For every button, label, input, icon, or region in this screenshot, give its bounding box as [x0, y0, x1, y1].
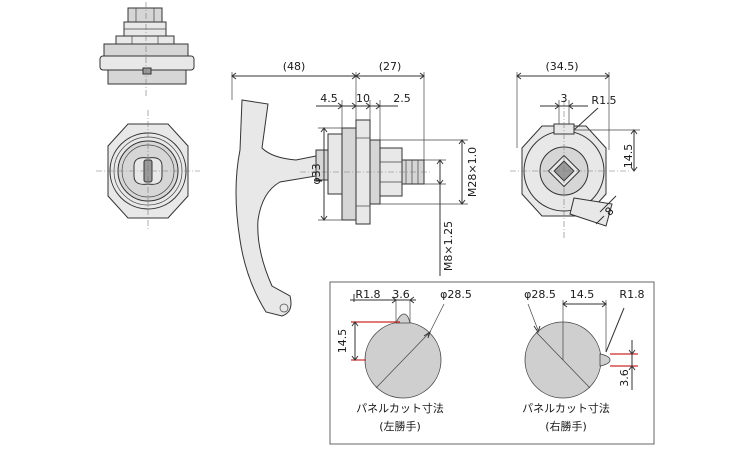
dim-m8: M8×1.25: [442, 221, 455, 271]
left-3-6: 3.6: [392, 288, 410, 301]
dim-34-5: (34.5): [545, 60, 578, 73]
panel-cut-right: [524, 300, 638, 399]
right-hand-label: (右勝手): [545, 419, 587, 433]
front-view: [96, 110, 200, 230]
dim-2-5: 2.5: [393, 92, 411, 105]
dim-4-5: 4.5: [320, 92, 338, 105]
dim-10: 10: [356, 92, 370, 105]
dim-27: (27): [379, 60, 402, 73]
right-14-5: 14.5: [570, 288, 595, 301]
dim-r1-5: R1.5: [591, 94, 616, 107]
left-hand-label: (左勝手): [379, 419, 421, 433]
panel-cut-left: [350, 294, 445, 399]
right-3-6: 3.6: [618, 369, 631, 387]
dim-m28: M28×1.0: [466, 147, 479, 197]
right-r1-8: R1.8: [619, 288, 644, 301]
dim-3: 3: [561, 92, 568, 105]
panel-cut-box: [329, 281, 655, 445]
left-14-5: 14.5: [336, 329, 349, 354]
side-view: [231, 72, 468, 317]
right-phi28-5: φ28.5: [524, 288, 556, 301]
end-view: [510, 72, 640, 238]
left-r1-8: R1.8: [355, 288, 380, 301]
top-side-view: [99, 2, 195, 96]
dim-phi33: φ33: [310, 163, 323, 184]
left-phi28-5: φ28.5: [440, 288, 472, 301]
dim-14-5-end: 14.5: [622, 144, 635, 169]
left-caption: パネルカット寸法: [356, 401, 444, 415]
dim-48: (48): [283, 60, 306, 73]
right-caption: パネルカット寸法: [522, 401, 610, 415]
